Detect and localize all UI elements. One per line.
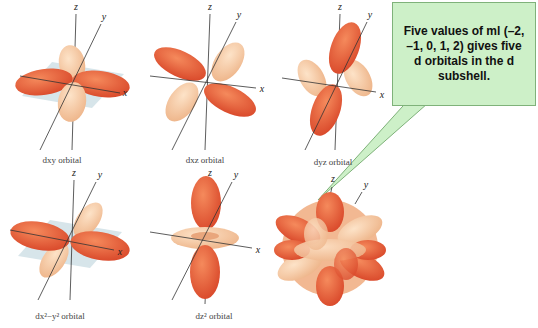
axis-label: x — [256, 245, 260, 255]
axis-label: x — [118, 247, 122, 257]
axis-label: z — [208, 2, 212, 12]
orbital-caption: dz² orbital — [196, 312, 233, 321]
dz2-drawing — [150, 176, 252, 304]
axis-label: z — [72, 168, 76, 178]
axis-label: z — [208, 168, 212, 178]
orbital-caption: dyz orbital — [314, 158, 353, 167]
dxz-drawing — [149, 14, 261, 150]
dx2y2-drawing — [8, 180, 132, 300]
axis-label: y — [364, 180, 368, 190]
orbital-caption: dx²−y² orbital — [35, 312, 85, 321]
axis-label: x — [260, 84, 264, 94]
axis-label: y — [237, 10, 241, 20]
axis-label: y — [98, 170, 102, 180]
dyz-drawing — [282, 14, 378, 150]
axis-label: z — [74, 2, 78, 12]
dxy-drawing — [13, 14, 131, 150]
combined-d-orbitals — [271, 187, 389, 306]
axis-label: x — [380, 90, 384, 100]
orbital-caption: dxy orbital — [42, 156, 81, 165]
axis-label: z — [331, 174, 335, 184]
callout-text: Five values of ml (–2, –1, 0, 1, 2) give… — [401, 24, 527, 84]
axis-label: z — [338, 2, 342, 12]
axis-label: x — [123, 88, 127, 98]
axis-label: y — [234, 170, 238, 180]
orbital-caption: dxz orbital — [186, 156, 225, 165]
axis-label: y — [102, 12, 106, 22]
callout-box: Five values of ml (–2, –1, 0, 1, 2) give… — [392, 2, 536, 106]
axis-label: y — [368, 10, 372, 20]
